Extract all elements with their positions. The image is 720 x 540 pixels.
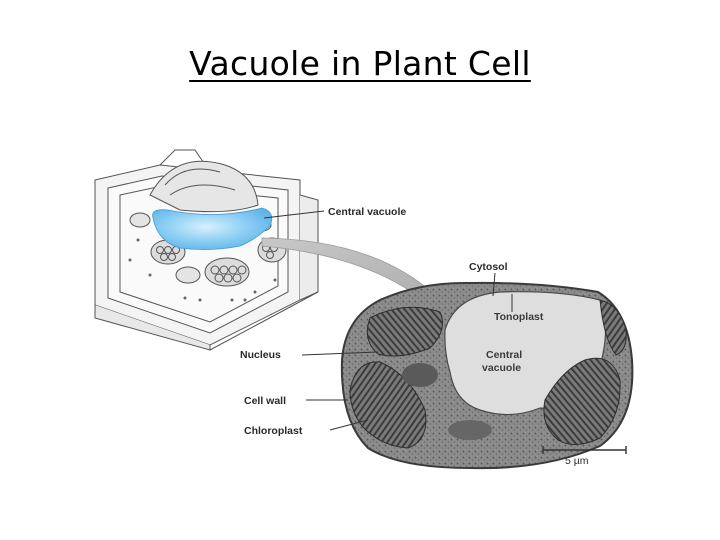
label-micrograph-central: Central — [486, 349, 522, 361]
plant-cell-illustration — [94, 149, 319, 351]
label-chloroplast: Chloroplast — [244, 425, 303, 437]
label-nucleus: Nucleus — [240, 349, 281, 361]
label-tonoplast: Tonoplast — [494, 311, 544, 323]
label-central-vacuole: Central vacuole — [328, 206, 406, 218]
label-cell-wall: Cell wall — [244, 395, 286, 407]
label-cytosol: Cytosol — [469, 261, 508, 273]
slide-title: Vacuole in Plant Cell — [189, 44, 531, 83]
label-scale-bar: 5 µm — [565, 455, 589, 467]
leader-lines — [263, 210, 513, 431]
label-micrograph-vacuole: vacuole — [482, 362, 521, 374]
cell-micrograph — [340, 281, 634, 470]
central-vacuole-highlight — [152, 207, 273, 250]
scale-bar — [542, 446, 627, 454]
